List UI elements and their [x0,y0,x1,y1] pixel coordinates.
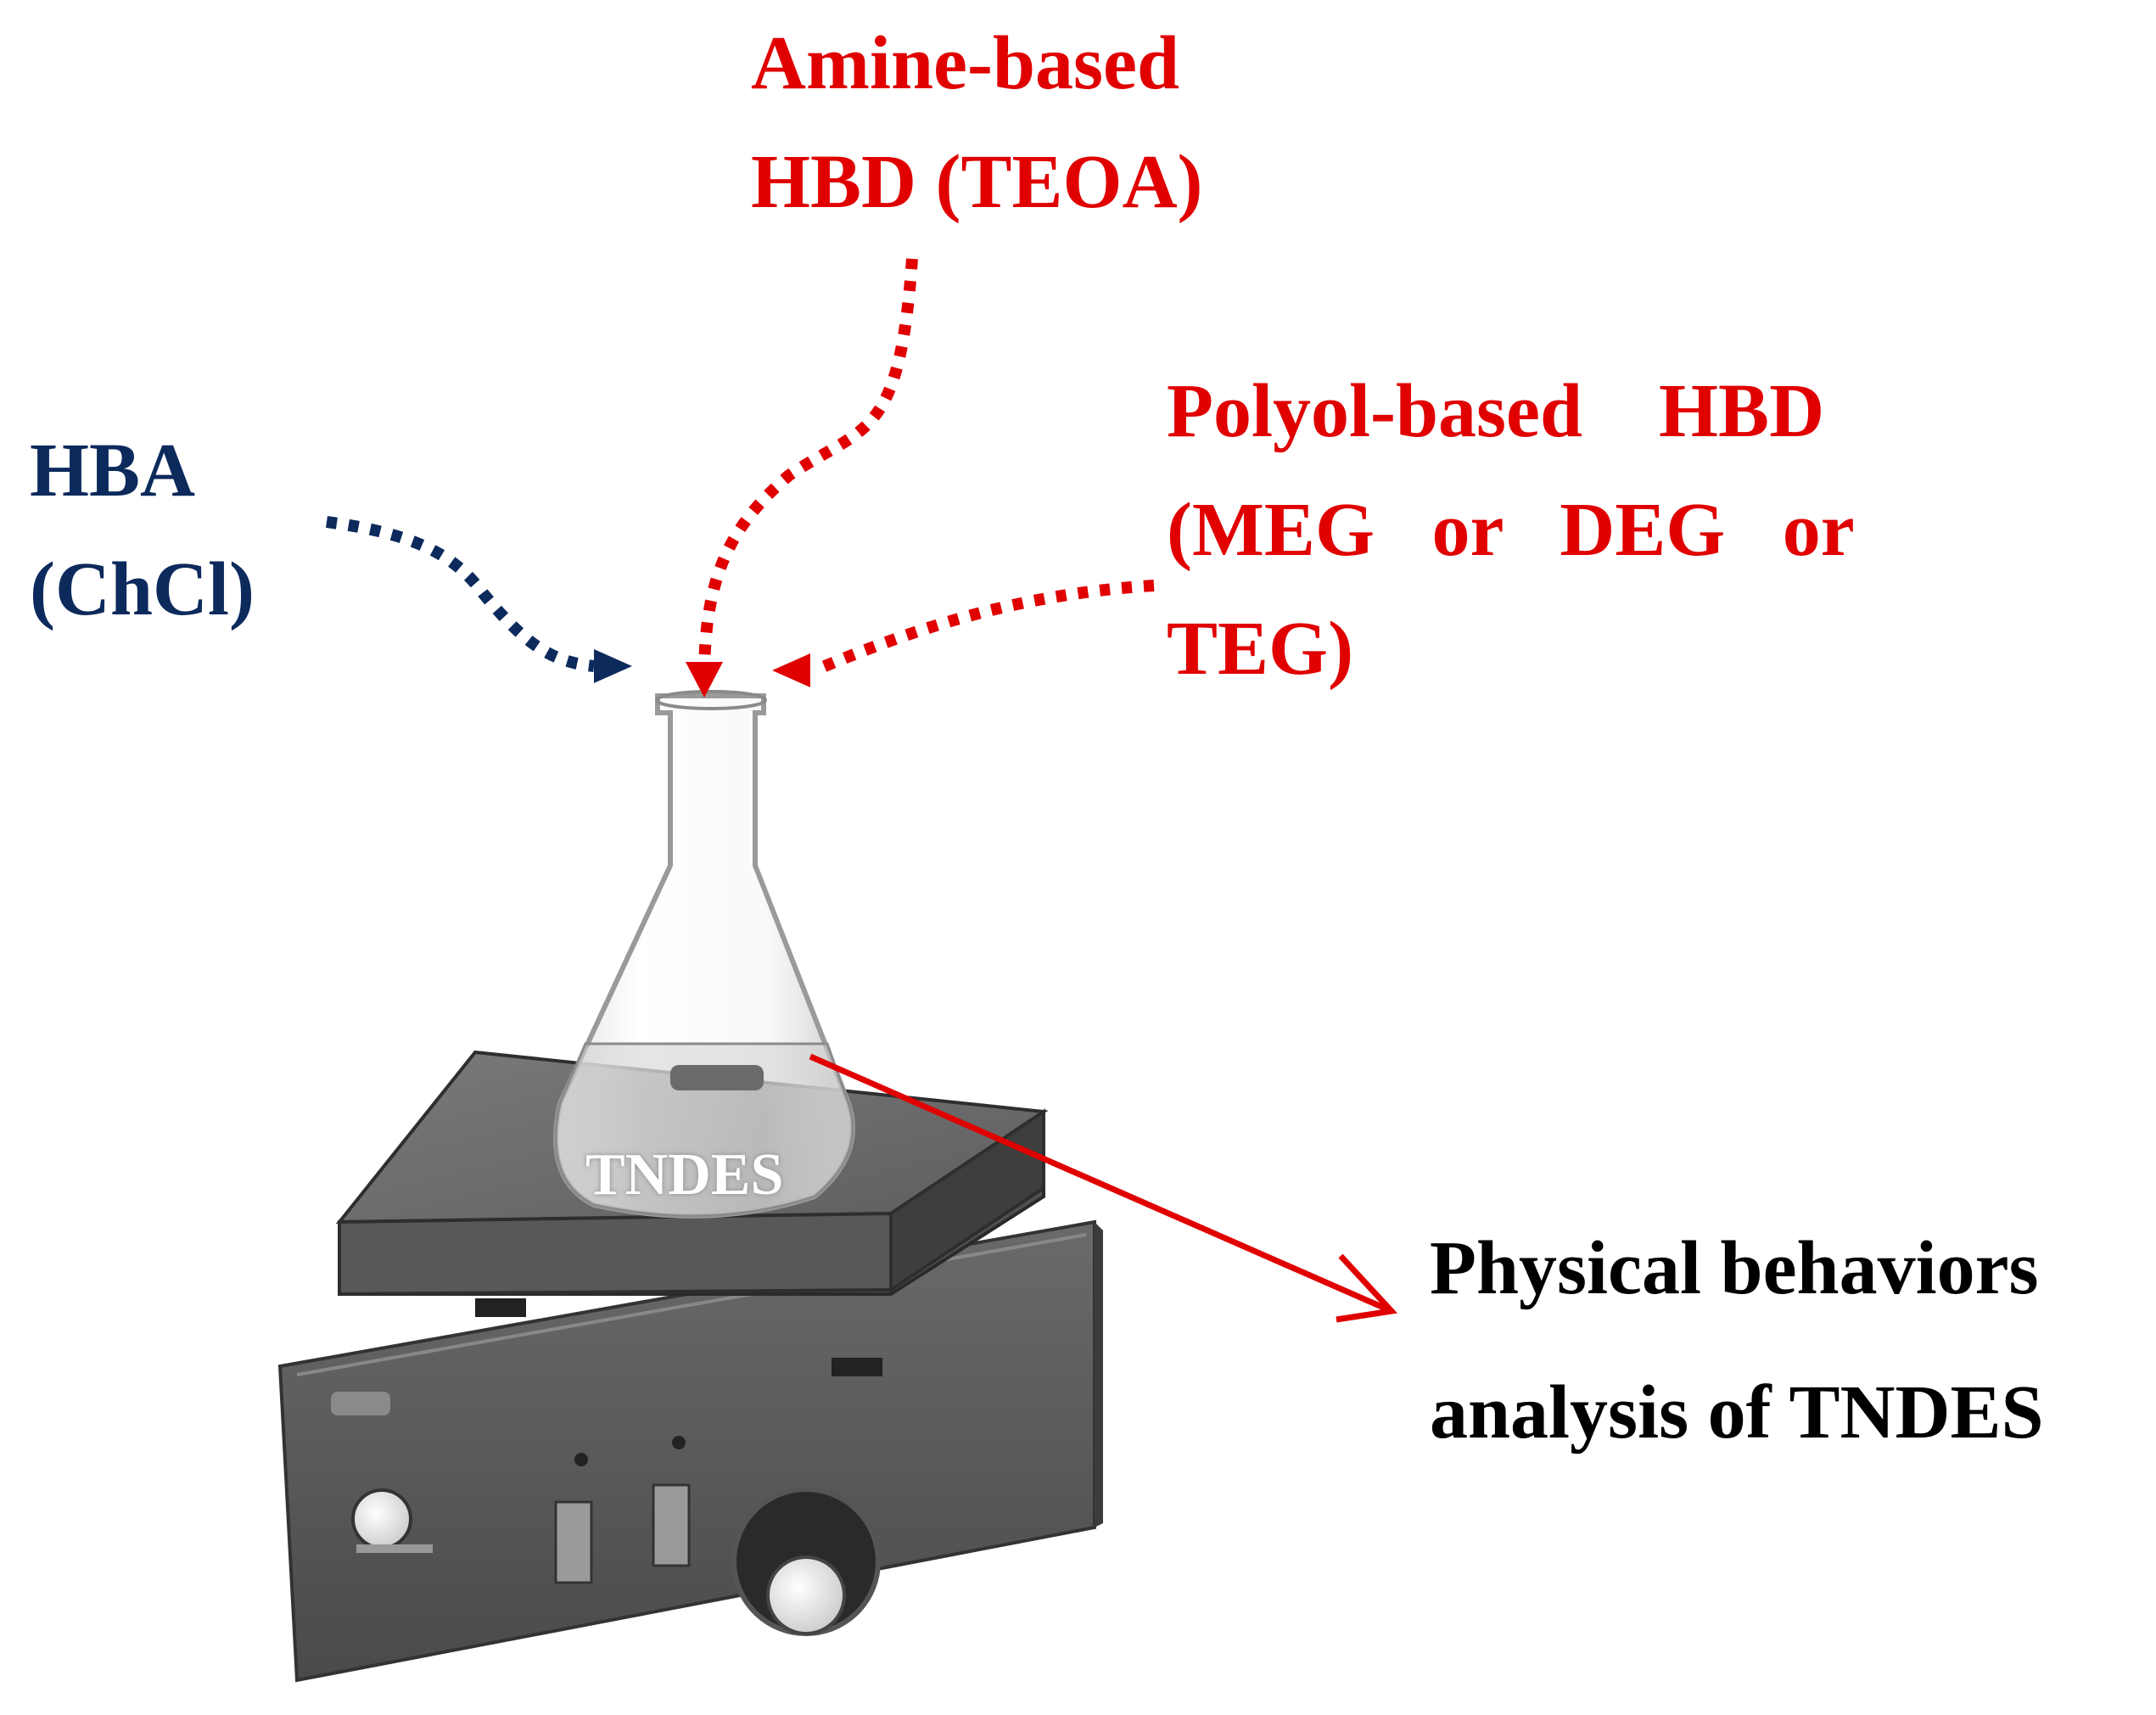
hba-label: HBA (ChCl) [30,412,255,649]
amine-hbd-label-line2: HBD (TEOA) [751,140,1203,224]
hba-label-line2: (ChCl) [30,547,255,631]
output-arrow [809,1053,1398,1323]
polyol-hbd-label-line2: (MEG or DEG or [1167,488,1855,572]
erlenmeyer-flask-icon [553,690,855,1219]
polyol-hbd-label-line3: TEG) [1167,607,1354,691]
amine-hbd-label: Amine-based HBD (TEOA) [751,4,1203,242]
flask-content-label: TNDES [585,1142,784,1208]
amine-hbd-arrow [686,258,918,698]
output-label-line1: Physical behaviors [1430,1226,2039,1310]
hba-label-line1: HBA [30,429,196,513]
polyol-hbd-label-line1: Polyol-based HBD [1167,369,1825,453]
output-label-line2: analysis of TNDES [1430,1370,2044,1454]
hba-arrow [326,516,632,683]
polyol-hbd-label: Polyol-based HBD (MEG or DEG or TEG) [1167,352,1855,709]
amine-hbd-label-line1: Amine-based [751,21,1180,105]
output-label: Physical behaviors analysis of TNDES [1430,1197,2044,1485]
polyol-hbd-arrow [772,580,1155,687]
